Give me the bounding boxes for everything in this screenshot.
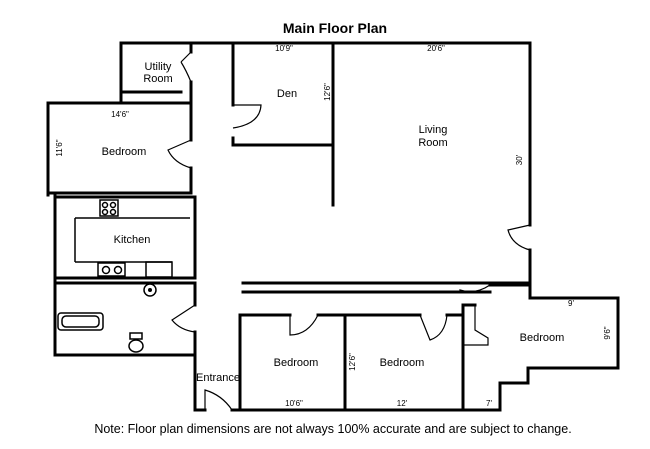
bathtub-icon [57,312,104,331]
walls [46,41,620,412]
entrance-label: Entrance [196,372,240,384]
doors [167,51,531,411]
den-label: Den [277,88,297,100]
den-width-dim: 10'9" [275,44,293,53]
fridge-icon [145,261,173,278]
stove-icon [99,199,119,217]
bath-sink-icon [143,283,157,297]
den-depth-dim: 12'6" [323,83,332,101]
plan-title: Main Floor Plan [283,20,387,36]
living-depth-dim: 30' [515,154,524,165]
bedroom-right-depth-dim: 9'6" [603,326,612,339]
bedroom-right-closet-dim: 7' [486,399,492,408]
bedroom-right-label: Bedroom [520,332,565,344]
bedroom-right-width-dim: 9' [568,299,574,308]
bedroom-bottom-2-width-dim: 12' [397,399,408,408]
room-labels: Utility Room Den Living Room Bedroom Kit… [102,61,565,384]
dimension-labels: 10'9" 20'6" 12'6" 30' 14'6" 11'6" 10'6" … [55,44,612,408]
sink-icon [97,262,126,277]
fixtures [57,199,190,353]
kitchen-label: Kitchen [114,234,151,246]
utility-label-2: Room [143,73,172,85]
living-width-dim: 20'6" [427,44,445,53]
bedroom-upper-left-width-dim: 14'6" [111,110,129,119]
plan-note: Note: Floor plan dimensions are not alwa… [94,422,571,436]
living-label: Living [419,124,448,136]
bedroom-upper-left-label: Bedroom [102,146,147,158]
bedroom-upper-left-depth-dim: 11'6" [55,139,64,156]
living-label-2: Room [418,137,447,149]
utility-label: Utility [145,61,172,73]
bedroom-bottom-2-label: Bedroom [380,357,425,369]
bedroom-bottom-1-label: Bedroom [274,357,319,369]
bedroom-bottom-1-width-dim: 10'6" [285,399,303,408]
bedroom-bottom-1-depth-dim: 12'6" [348,353,357,371]
toilet-icon [128,339,144,353]
